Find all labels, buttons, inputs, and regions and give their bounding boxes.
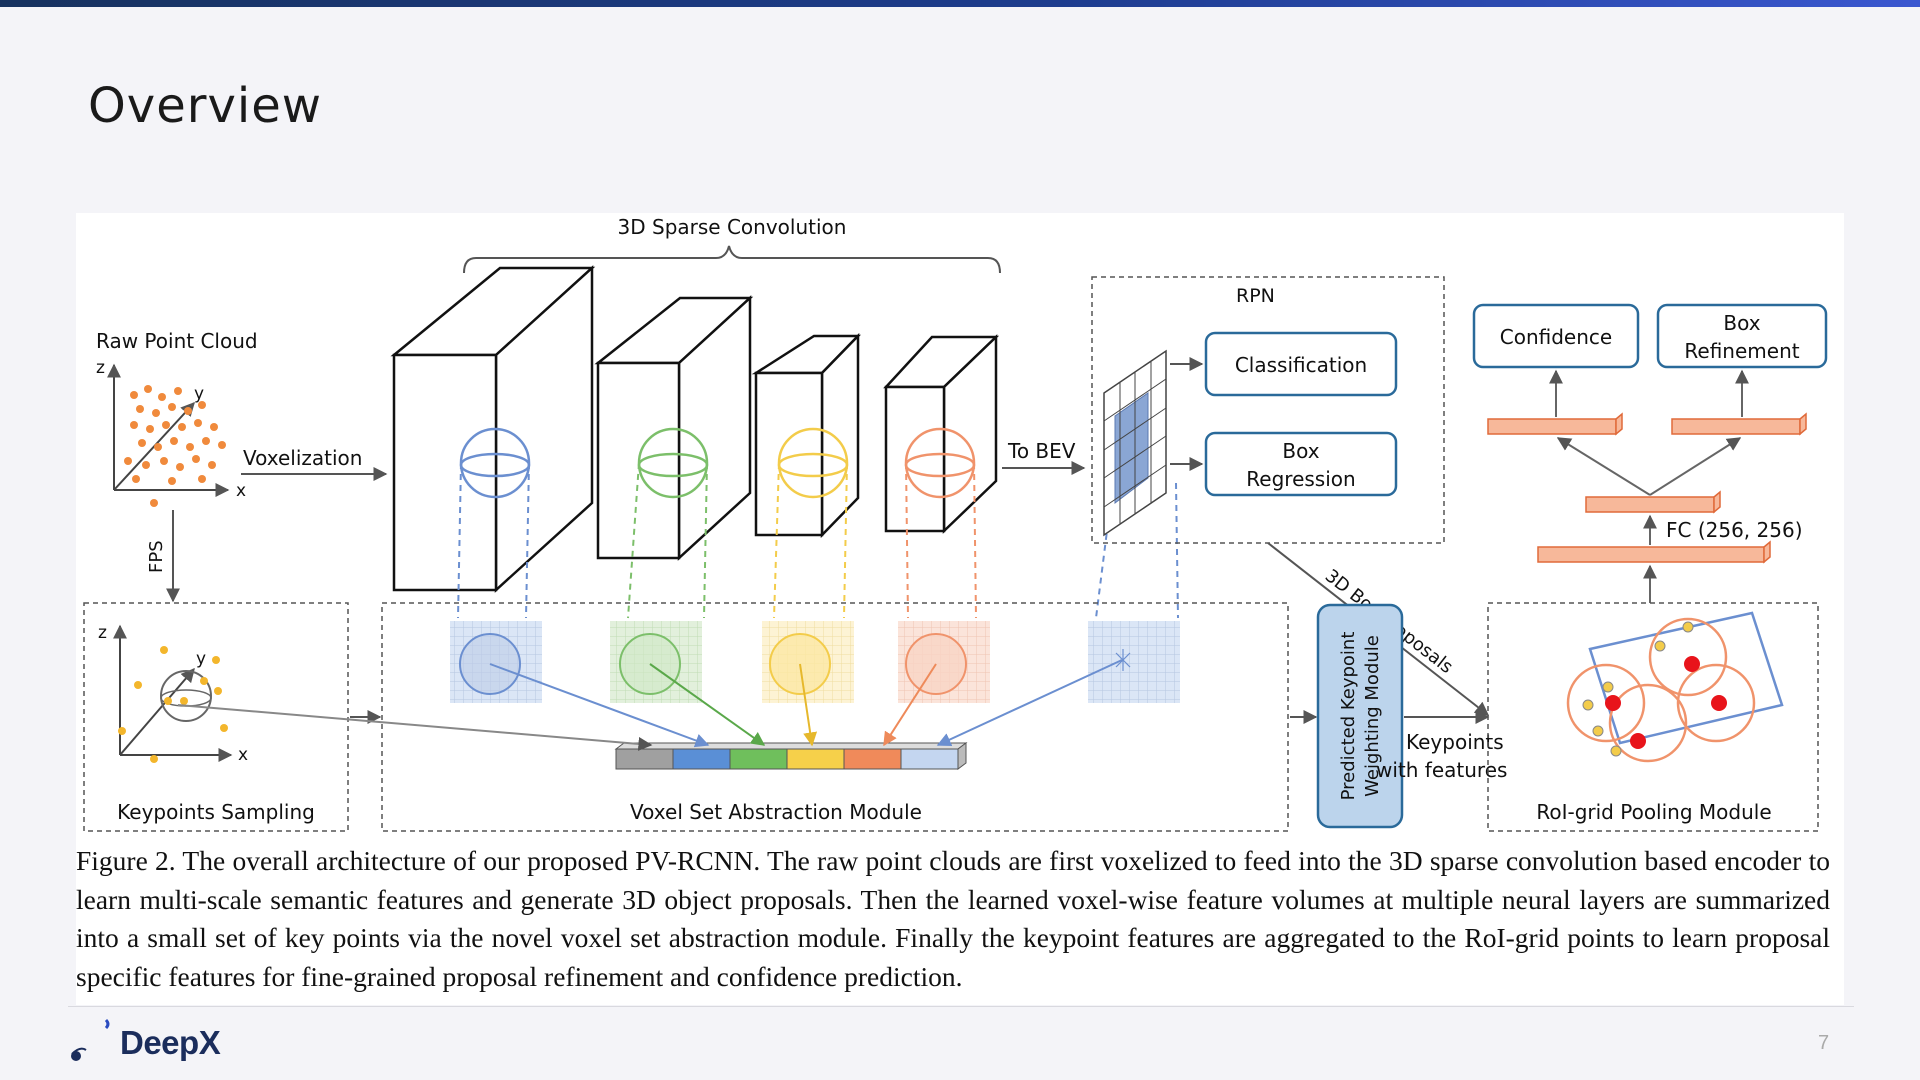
fc-label: FC (256, 256) (1666, 518, 1803, 542)
rpn-label: RPN (1236, 285, 1275, 307)
deepx-logo-icon (71, 1018, 110, 1061)
box-regression-label-2: Regression (1246, 467, 1355, 491)
svg-text:z: z (98, 623, 107, 643)
brand-name: DeepX (120, 1024, 221, 1061)
top-accent-bar (0, 0, 1920, 7)
vsa-label: Voxel Set Abstraction Module (630, 800, 922, 824)
confidence-label: Confidence (1500, 325, 1612, 349)
raw-axis-z: z (96, 358, 105, 378)
page-number: 7 (1818, 1032, 1830, 1054)
box-refinement-label-2: Refinement (1684, 339, 1799, 363)
box-regression-label-1: Box (1282, 439, 1319, 463)
brand-logo: DeepX (66, 1018, 246, 1068)
svg-text:y: y (196, 649, 206, 669)
vsa-region (381, 602, 1289, 832)
footer-divider (68, 1006, 1854, 1007)
roi-pooling-region (1487, 602, 1819, 832)
kp-features-label-2: with features (1376, 758, 1507, 782)
figure-caption: Figure 2. The overall architecture of ou… (76, 845, 1830, 992)
keypoint-plot: z y x (98, 623, 248, 765)
voxelization-label: Voxelization (243, 446, 362, 470)
conv-volume-3 (751, 332, 861, 539)
sparse-conv-label: 3D Sparse Convolution (618, 215, 847, 239)
conv-volume-4 (883, 334, 1000, 534)
box-refinement-box (1656, 303, 1828, 369)
confidence-box (1472, 303, 1640, 369)
classification-box (1204, 331, 1398, 397)
pkw-label-1: Predicted Keypoint (1338, 632, 1359, 801)
classification-label: Classification (1235, 353, 1367, 377)
keypoints-sampling-label: Keypoints Sampling (117, 800, 315, 824)
pv-rcnn-diagram: 3D Sparse Convolution Raw Point Cloud z … (83, 215, 1828, 832)
pkw-module (1316, 603, 1404, 829)
svg-text:x: x (238, 745, 248, 765)
kp-features-label-1: Keypoints (1406, 730, 1504, 754)
box-refinement-label-1: Box (1723, 311, 1760, 335)
roi-grid-graphic (1566, 611, 1784, 763)
projection-lines (457, 462, 1179, 619)
raw-point-cloud-label: Raw Point Cloud (96, 329, 258, 353)
raw-axis-y: y (194, 384, 204, 404)
roi-pooling-label: RoI-grid Pooling Module (1536, 800, 1771, 824)
slide-title: Overview (88, 78, 322, 134)
pkw-label-2: Weighting Module (1362, 635, 1383, 797)
raw-point-cloud-plot: z y x (96, 358, 246, 507)
architecture-figure: 3D Sparse Convolution Raw Point Cloud z … (76, 213, 1844, 1005)
raw-axis-x: x (236, 481, 246, 501)
box-regression-box (1204, 431, 1398, 497)
keypoints-sampling-region (83, 602, 349, 832)
raw-points (124, 385, 226, 507)
fc-layers (1487, 412, 1807, 564)
voxel-grid-bev (1088, 621, 1180, 703)
bev-grid (1103, 349, 1167, 537)
sparse-conv-brace (463, 245, 1001, 274)
to-bev-label: To BEV (1007, 439, 1076, 463)
conv-volume-1 (390, 265, 596, 593)
fps-label: FPS (146, 540, 167, 573)
keypoint-feature-vector (614, 742, 968, 770)
